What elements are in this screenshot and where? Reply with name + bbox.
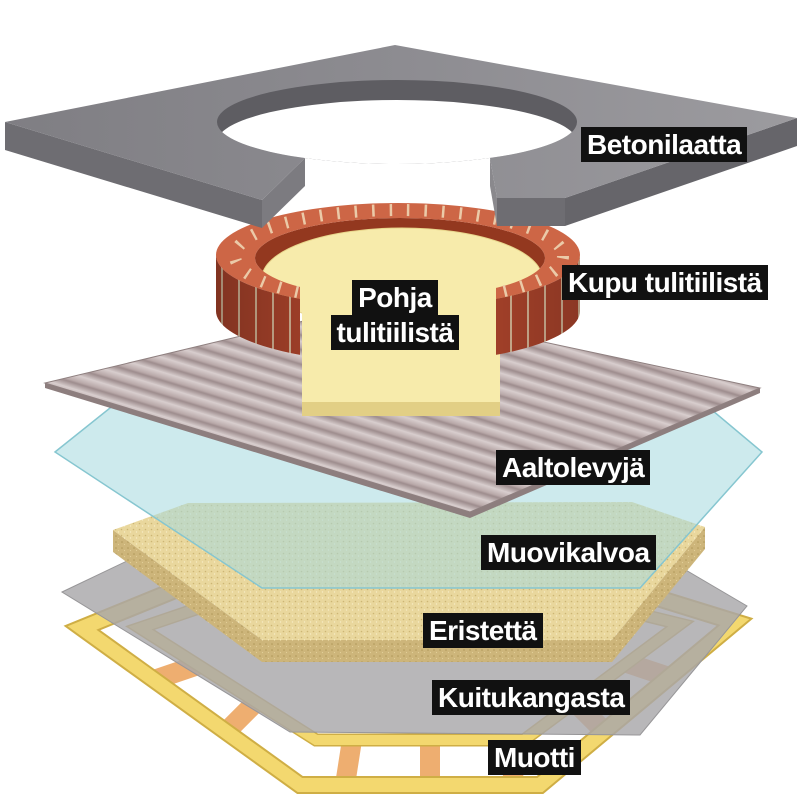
label-concrete-slab: Betonilaatta — [581, 127, 748, 162]
brick-dome-mortar-joints — [229, 204, 569, 308]
label-corrugated-sheets: Aaltolevyjä — [496, 450, 651, 485]
label-brick-floor-line2: tulitiilistä — [330, 315, 460, 350]
slab-notch-left-face — [262, 158, 305, 228]
insulation-right-side — [612, 527, 705, 662]
label-insulation: Eristettä — [423, 613, 543, 648]
slab-notch-front-face — [497, 198, 565, 226]
slab-notch-right-face — [490, 158, 497, 226]
brick-floor-tongue-edge — [302, 402, 500, 416]
label-brick-floor: Pohja tulitiilistä — [295, 280, 495, 350]
label-mold: Muotti — [488, 740, 581, 775]
insulation-left-side — [113, 530, 262, 662]
label-brick-floor-line1: Pohja — [352, 280, 438, 315]
slab-left-front-face — [5, 122, 262, 228]
label-brick-dome: Kupu tulitiilistä — [562, 265, 768, 300]
label-plastic-film: Muovikalvoa — [481, 535, 656, 570]
label-fiber-cloth: Kuitukangasta — [432, 680, 631, 715]
